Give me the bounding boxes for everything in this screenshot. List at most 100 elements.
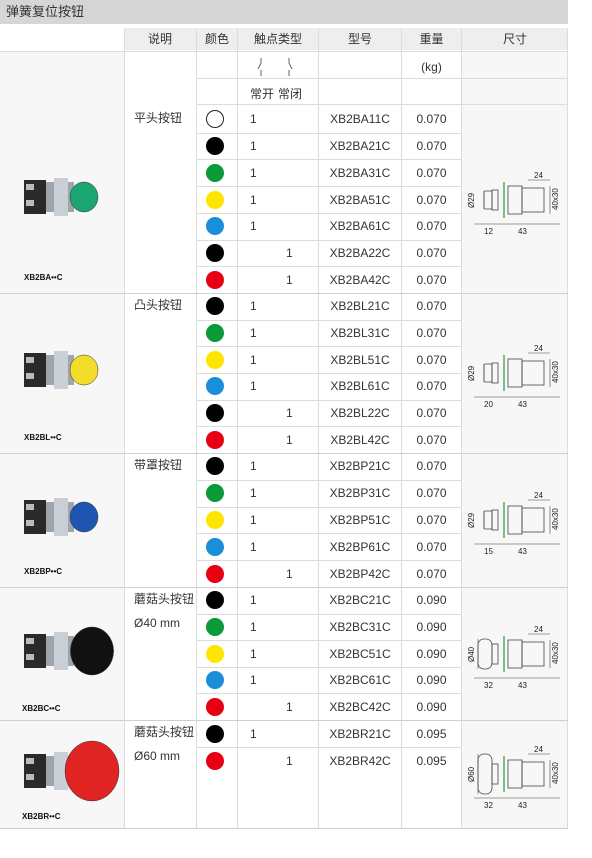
header-weight: 重量 <box>402 28 461 50</box>
row-divider <box>196 186 462 188</box>
header-divider <box>0 51 568 52</box>
model-number: XB2BL31C <box>330 326 390 340</box>
model-number: XB2BP21C <box>329 459 391 474</box>
model-number: XB2BP31C <box>329 486 391 501</box>
row-divider <box>196 640 462 642</box>
color-swatch-yellow <box>206 644 224 663</box>
color-swatch-black <box>206 243 224 262</box>
dim-body-length: 43 <box>518 227 527 236</box>
row-divider <box>196 239 462 241</box>
dim-diameter: Ø29 <box>467 365 476 381</box>
group-desc-size: Ø60 mm <box>134 749 181 763</box>
weight-value: 0.070 <box>416 299 447 314</box>
contact-nc-count: 1 <box>286 272 293 287</box>
model-number: XB2BL61C <box>330 379 390 394</box>
model-number: XB2BC21C <box>329 593 391 608</box>
weight-value: 0.090 <box>416 593 447 608</box>
dim-diameter: Ø29 <box>467 512 476 528</box>
contact-no-label: 常开 <box>250 87 275 101</box>
color-swatch-yellow <box>206 350 224 369</box>
model-number: XB2BR21C <box>329 726 391 741</box>
color-swatch-green <box>206 617 224 636</box>
column-divider <box>401 28 402 828</box>
weight-value: 0.095 <box>416 753 447 768</box>
color-swatch-black <box>206 457 224 476</box>
push-button-photo <box>24 626 114 675</box>
color-swatch-black <box>206 404 224 422</box>
dim-front-length: 20 <box>484 400 493 409</box>
contact-no-count: 1 <box>250 139 257 154</box>
column-divider <box>461 28 462 828</box>
model-series-label: XB2BC••C <box>22 704 61 713</box>
column-divider <box>124 28 125 828</box>
dim-side-size: 40x30 <box>551 508 560 530</box>
header-divider <box>196 78 568 79</box>
weight-value: 0.070 <box>416 139 447 154</box>
model-number: XB2BA42C <box>329 272 391 287</box>
color-swatch-black <box>206 137 224 156</box>
color-swatch-red <box>206 564 224 583</box>
row-divider <box>196 506 462 508</box>
weight-value: 0.070 <box>416 245 447 260</box>
row-divider <box>196 613 462 615</box>
contact-nc-count: 1 <box>286 699 293 714</box>
dim-diameter: Ø29 <box>467 192 476 208</box>
contact-no-count: 1 <box>250 299 257 314</box>
model-series-label: XB2BR••C <box>22 812 61 821</box>
dim-top-width: 24 <box>534 625 543 634</box>
weight-value: 0.070 <box>416 326 447 340</box>
dim-front-length: 32 <box>484 681 493 690</box>
contact-no-count: 1 <box>250 165 257 180</box>
push-button-photo <box>24 351 99 389</box>
contact-nc-count: 1 <box>286 406 293 420</box>
weight-value: 0.070 <box>416 539 447 554</box>
contact-no-count: 1 <box>250 352 257 367</box>
push-button-photo <box>24 740 120 802</box>
model-number: XB2BC61C <box>329 673 391 688</box>
dim-body-length: 43 <box>518 681 527 690</box>
push-button-photo <box>24 177 99 216</box>
contact-no-count: 1 <box>250 112 257 127</box>
row-divider <box>196 212 462 214</box>
color-swatch-green <box>206 484 224 503</box>
weight-value: 0.090 <box>416 646 447 661</box>
dim-front-length: 15 <box>484 547 493 556</box>
dim-front-length: 32 <box>484 801 493 810</box>
group-desc: 带罩按钮 <box>134 458 183 472</box>
contact-no-count: 1 <box>250 219 257 234</box>
model-number: XB2BA22C <box>329 245 391 260</box>
page-title: 弹簧复位按钮 <box>0 0 568 24</box>
contact-no-count: 1 <box>250 619 257 634</box>
model-number: XB2BP42C <box>329 566 391 581</box>
model-number: XB2BA31C <box>329 165 391 180</box>
dim-side-size: 40x30 <box>551 187 560 209</box>
row-divider <box>196 747 462 748</box>
weight-value: 0.090 <box>416 619 447 634</box>
color-swatch-green <box>206 163 224 182</box>
row-divider <box>196 479 462 481</box>
model-number: XB2BL51C <box>330 352 390 367</box>
group-desc: 蘑菇头按钮 <box>134 725 195 739</box>
weight-value: 0.070 <box>416 352 447 367</box>
row-divider <box>196 319 462 321</box>
dim-body-length: 43 <box>518 801 527 810</box>
contact-no-count: 1 <box>250 486 257 501</box>
color-swatch-black <box>206 724 224 743</box>
group-divider <box>0 293 568 294</box>
weight-value: 0.070 <box>416 432 447 447</box>
column-divider <box>196 28 197 828</box>
contact-no-count: 1 <box>250 513 257 527</box>
model-number: XB2BA11C <box>330 112 390 127</box>
column-divider <box>237 28 238 828</box>
row-divider <box>196 346 462 348</box>
row-divider <box>196 132 462 134</box>
dim-side-size: 40x30 <box>551 641 560 663</box>
group-divider <box>0 587 568 588</box>
color-swatch-green <box>206 324 224 342</box>
contact-no-count: 1 <box>250 192 257 207</box>
model-number: XB2BC42C <box>329 699 391 714</box>
